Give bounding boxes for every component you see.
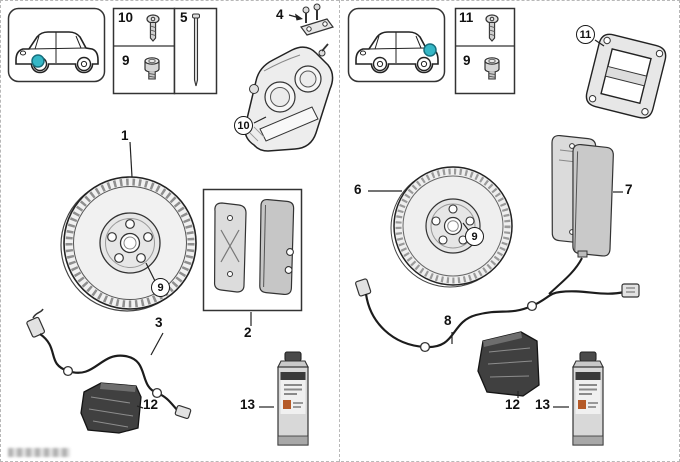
callout-front-bolt: 9 — [122, 53, 130, 68]
guide-pin-box — [173, 7, 218, 95]
rear-wear-sensor-drawing — [355, 278, 640, 353]
paste-packet-front-drawing — [80, 382, 142, 434]
circled-callout-carrier: 11 — [576, 25, 595, 44]
rear-pads-drawing — [548, 134, 614, 295]
callout-rear-screw: 11 — [459, 10, 474, 25]
callout-front-spray: 13 — [240, 397, 256, 412]
panel-divider — [339, 0, 340, 462]
callout-rear-bolt: 9 — [463, 53, 471, 68]
spray-can-front — [277, 351, 309, 446]
callout-rear-disc: 6 — [354, 182, 362, 197]
callout-guide-pin: 5 — [180, 10, 188, 25]
carrier-drawing — [585, 33, 667, 119]
car-thumbnail-rear — [347, 7, 446, 83]
callout-front-paste: 12 — [143, 397, 159, 412]
car-thumbnail-front — [7, 7, 106, 83]
front-axle-highlight-dot — [31, 54, 45, 68]
callout-rear-paste: 12 — [505, 397, 521, 412]
front-pads-drawing — [202, 188, 303, 312]
callout-rear-sensor: 8 — [444, 313, 452, 328]
callout-front-pads: 2 — [244, 325, 252, 340]
rear-axle-highlight-dot — [423, 43, 437, 57]
callout-rear-spray: 13 — [535, 397, 551, 412]
fastener-box-rear — [454, 7, 516, 95]
guide-pin-icon — [192, 13, 200, 87]
front-wear-sensor-drawing — [26, 308, 192, 419]
caliper-drawing — [244, 43, 334, 152]
callout-front-disc: 1 — [121, 128, 129, 143]
circled-callout-front-hub-bolt: 9 — [151, 278, 170, 297]
spray-can-rear — [572, 351, 604, 446]
diagram-part-code-blur — [8, 448, 70, 457]
fastener-box-front — [112, 7, 176, 95]
front-brake-disc-drawing — [60, 176, 197, 312]
rear-brake-disc-drawing — [390, 166, 513, 288]
guide-hardware-drawing — [300, 3, 334, 36]
paste-packet-rear-drawing — [477, 331, 540, 397]
circled-callout-rear-hub-bolt: 9 — [465, 227, 484, 246]
circled-callout-caliper: 10 — [234, 116, 253, 135]
callout-rear-pads: 7 — [625, 182, 633, 197]
callout-guide-hardware: 4 — [276, 7, 284, 22]
callout-front-sensor: 3 — [155, 315, 163, 330]
callout-front-screw: 10 — [118, 10, 134, 25]
